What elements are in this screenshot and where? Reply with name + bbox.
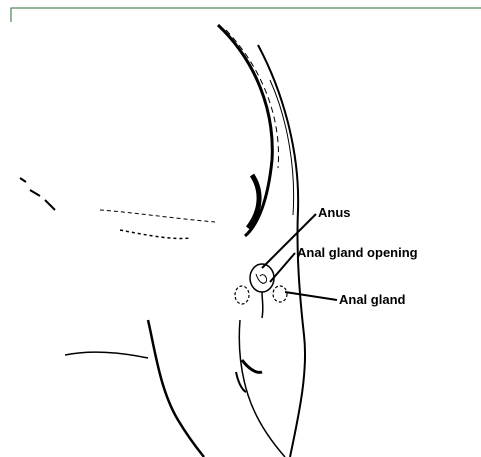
leg-shade: [242, 360, 262, 372]
anal-gland-label: Anal gland: [339, 293, 405, 306]
belly-line: [65, 352, 148, 358]
anus-label: Anus: [318, 206, 351, 219]
anal-gland-leader-line: [285, 292, 337, 300]
anus-stem: [262, 292, 263, 318]
leg-inner-curve: [239, 320, 285, 457]
flank-line-top: [100, 210, 215, 222]
leg-left-curve: [148, 320, 204, 457]
anus-shape: [250, 264, 274, 292]
frame-border: [11, 8, 481, 22]
anus-center: [256, 274, 267, 283]
fur-marks-left: [20, 178, 55, 210]
anal-gland-left: [235, 286, 249, 304]
flank-line-mid: [120, 230, 190, 239]
tail-outer-curve-shadow: [226, 30, 279, 168]
anal-gland-opening-label: Anal gland opening: [297, 246, 418, 259]
anal-gland-right: [273, 286, 287, 302]
